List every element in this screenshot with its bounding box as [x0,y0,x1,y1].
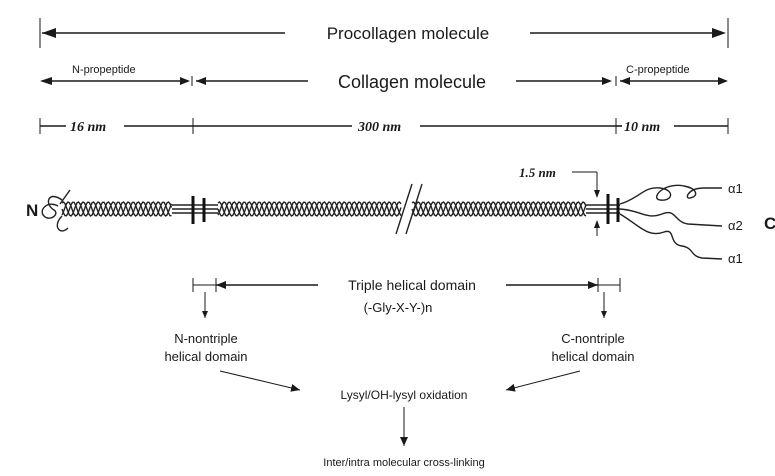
n-propeptide-coil [42,197,62,219]
chain-alpha1-top-label: α1 [728,181,743,196]
repeat-sequence-label: (-Gly-X-Y-)n [364,300,433,315]
c-propeptide-coil [620,214,722,259]
chain-alpha2-label: α2 [728,218,743,233]
length-dimension: 16 nm 300 nm 10 nm [40,118,728,135]
length-c-label: 10 nm [624,120,660,135]
c-propeptide-coil [620,209,722,226]
triple-helix [42,184,722,259]
n-terminus-label: N [26,201,38,220]
width-label: 1.5 nm [519,165,556,180]
domain-bracket: Triple helical domain (-Gly-X-Y-)n [193,277,620,315]
oxidation-label: Lysyl/OH-lysyl oxidation [341,388,468,402]
procollagen-dimension: Procollagen molecule [40,18,728,48]
c-propeptide-coil [620,185,722,204]
c-terminus-label: C [764,214,775,233]
crosslinking-label: Inter/intra molecular cross-linking [323,457,484,469]
n-nontriple-label-line2: helical domain [164,349,247,364]
collagen-dimension: N-propeptide C-propeptide Collagen molec… [40,64,728,92]
c-nontriple-label-line2: helical domain [551,349,634,364]
c-propeptide-label: C-propeptide [626,64,690,76]
c-nontriple-label-line1: C-nontriple [561,331,625,346]
collagen-label: Collagen molecule [338,72,486,92]
n-nontriple-label-line1: N-nontriple [174,331,238,346]
width-dimension: 1.5 nm [519,165,600,236]
length-n-label: 16 nm [70,120,106,135]
procollagen-label: Procollagen molecule [327,24,490,43]
length-main-label: 300 nm [357,120,401,135]
chain-alpha1-bottom-label: α1 [728,251,743,266]
triple-helical-domain-label: Triple helical domain [348,277,476,293]
n-propeptide-coil [57,216,68,231]
n-propeptide-label: N-propeptide [72,64,136,76]
